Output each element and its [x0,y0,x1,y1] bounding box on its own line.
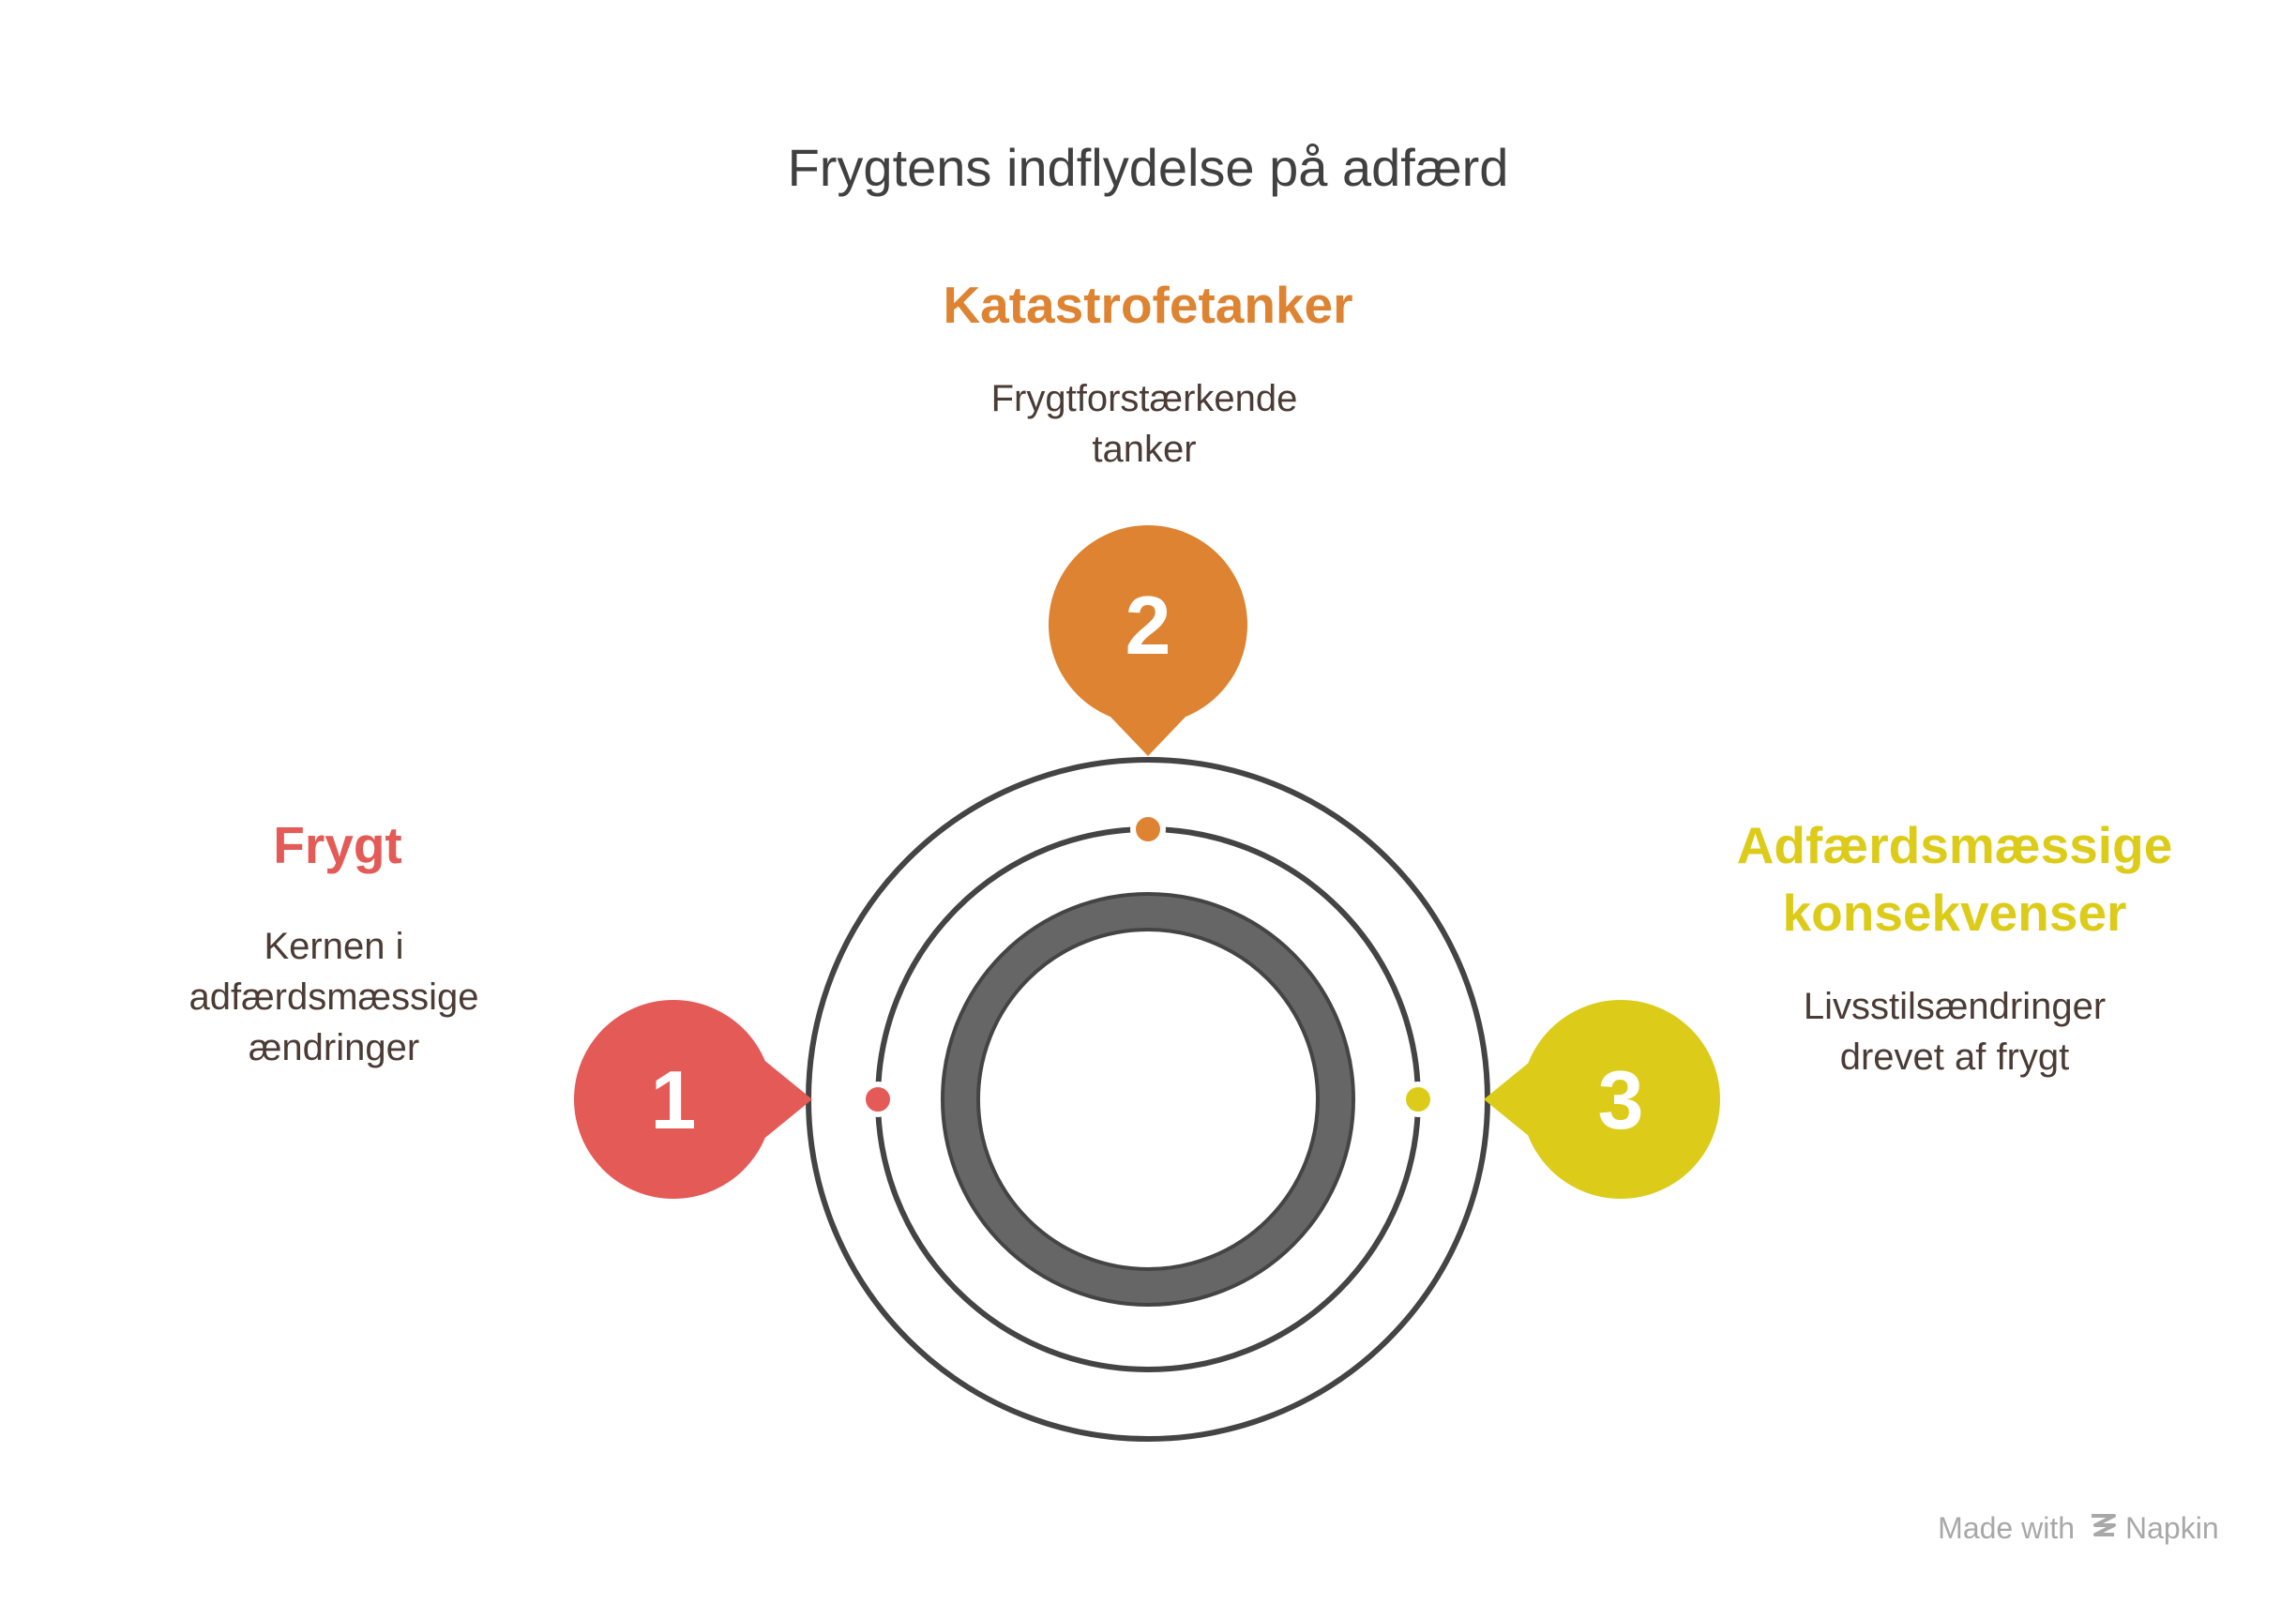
step-3-badge: 3 [1484,1000,1720,1199]
step-3-number: 3 [1598,1053,1644,1146]
core-ring-outline-inner [976,928,1320,1271]
footer-brand: Napkin [2125,1511,2219,1545]
step-3-description-line-1: Livsstilsændringer [1804,986,2106,1027]
step-2-description-line-2: tanker [1092,429,1196,470]
step-2-badge: 2 [1049,525,1247,756]
step-1-description-line-1: Kernen i [264,926,404,967]
step-2-description-line-1: Frygtforstærkende [991,378,1298,419]
outer-ring [806,757,1490,1442]
step-3-heading-line-2: konsekvenser [1783,884,2127,942]
dot-katastrofetanker [1130,811,1166,847]
dot-frygt [860,1082,896,1117]
footer: Made with Napkin [1938,1511,2218,1545]
footer-made-with: Made with [1938,1511,2075,1545]
step-1-heading: Frygt [273,816,402,874]
step-3-heading-line-1: Adfærdsmæssige [1737,816,2173,874]
diagram-title: Frygtens indflydelse på adfærd [788,138,1509,197]
step-1-description-line-2: adfærdsmæssige [189,976,478,1018]
step-1-badge: 1 [574,1000,812,1199]
step-1-description-line-3: ændringer [249,1027,419,1068]
step-1-number: 1 [651,1053,697,1146]
dot-konsekvenser [1400,1082,1436,1117]
step-3-description-line-2: drevet af frygt [1840,1037,2070,1078]
step-2-number: 2 [1125,579,1171,672]
core-ring-outline-outer [941,892,1355,1307]
step-2-heading: Katastrofetanker [943,276,1352,334]
core-ring [943,894,1353,1305]
napkin-logo-icon [2092,1514,2116,1536]
